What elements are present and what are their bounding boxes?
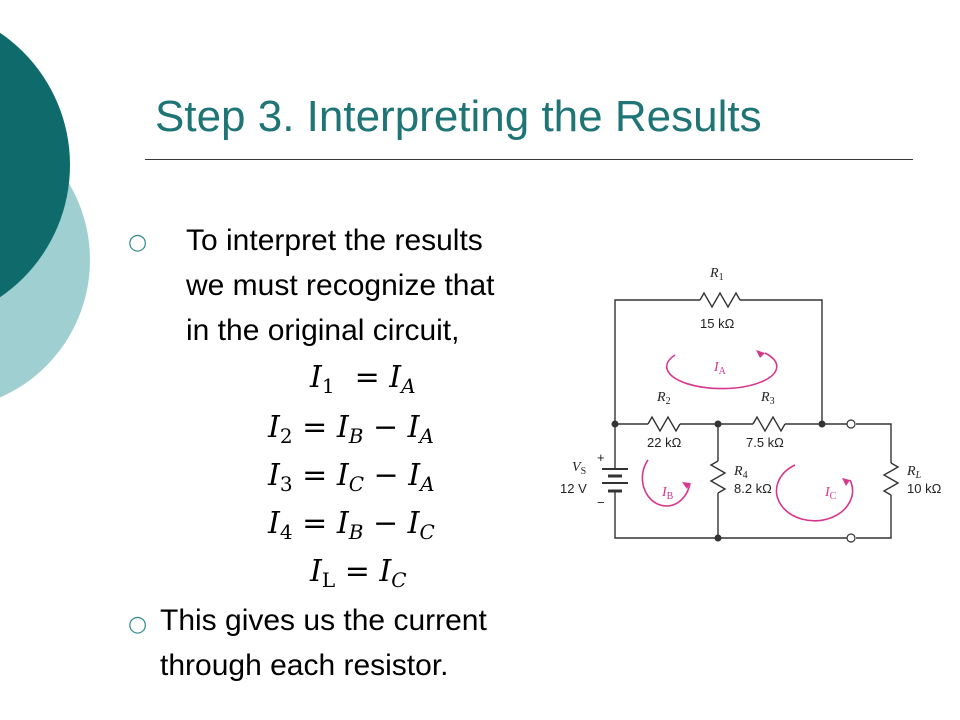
- rl-resistor: [882, 462, 900, 496]
- equation-3: I3 = IC − IA: [268, 458, 435, 496]
- node-center-top: [714, 420, 722, 428]
- r4-label: R4: [733, 464, 748, 481]
- r4-value: 8.2 kΩ: [734, 481, 772, 496]
- title-divider: [145, 159, 913, 160]
- slide-title: Step 3. Interpreting the Results: [155, 92, 762, 141]
- r1-value: 15 kΩ: [700, 316, 735, 331]
- equation-1: I1= IA: [310, 360, 416, 398]
- wire-top-right: [740, 299, 823, 424]
- r3-value: 7.5 kΩ: [746, 435, 784, 450]
- vs-minus: −: [597, 495, 605, 510]
- r3-resistor: [752, 415, 786, 433]
- wire-left-bottom: [614, 491, 847, 539]
- vs-plus: +: [597, 450, 605, 465]
- deco-circle-dark: [0, 32, 70, 298]
- loop-ib-arrow: [641, 459, 691, 507]
- bullet-2-text: This gives us the current through each r…: [160, 598, 487, 688]
- vs-value: 12 V: [560, 481, 587, 496]
- r2-resistor: [647, 415, 681, 433]
- loop-ia-arrowhead: [756, 350, 765, 358]
- vs-label: VS: [572, 460, 586, 477]
- r1-resistor: [699, 291, 741, 309]
- equals-sign: =: [302, 410, 328, 445]
- terminal-bottom: [846, 533, 856, 543]
- ia-label: IA: [713, 360, 727, 377]
- loop-ic-arrow: [775, 464, 854, 522]
- rl-label: RL: [906, 464, 922, 481]
- ib-label: IB: [661, 485, 674, 502]
- equation-2: I2 = IB − IA: [268, 410, 434, 448]
- loop-ic-arrowhead: [842, 478, 850, 486]
- equals-sign: =: [302, 458, 328, 493]
- bullet-1-line-1: To interpret the results: [186, 224, 483, 257]
- wire-right-to-rl: [856, 423, 892, 463]
- decorative-circles: [0, 32, 90, 398]
- equation-4: I4 = IB − IC: [268, 506, 435, 544]
- wire-top-left: [614, 299, 700, 424]
- equation-5: IL = IC: [310, 554, 407, 592]
- node-center-bottom: [714, 534, 722, 542]
- bullet-1-text: To interpret the results we must recogni…: [186, 218, 494, 353]
- node-left: [611, 420, 619, 428]
- loop-ib-arrowhead: [682, 482, 690, 489]
- r3-label: R3: [760, 390, 775, 407]
- circuit-diagram: R1 15 kΩ R2 22 kΩ R3 7.5 kΩ R4 8.2 kΩ RL…: [560, 266, 942, 543]
- equals-sign: =: [302, 506, 328, 541]
- r2-label: R2: [656, 390, 671, 407]
- bullet-1-line-2: we must recognize that: [186, 269, 495, 302]
- bullet-2-line-1: This gives us the current: [160, 604, 487, 637]
- battery-icon: [602, 468, 628, 493]
- bullet-marker-2: ○: [128, 612, 148, 637]
- r2-value: 22 kΩ: [647, 435, 682, 450]
- r4-resistor: [709, 460, 727, 494]
- r1-label: R1: [709, 266, 724, 283]
- bullet-marker-1: ○: [128, 230, 148, 255]
- wire-rl-bottom: [856, 495, 892, 539]
- rl-value: 10 kΩ: [907, 481, 942, 496]
- bullet-2-line-2: through each resistor.: [160, 649, 449, 682]
- loop-ia-arrow: [665, 352, 778, 390]
- node-right-top: [818, 420, 826, 428]
- bullet-1-line-3: in the original circuit,: [186, 314, 460, 347]
- equals-sign: =: [344, 554, 370, 589]
- equals-sign: =: [354, 360, 380, 395]
- terminal-top: [846, 419, 856, 429]
- ic-label: IC: [824, 485, 837, 502]
